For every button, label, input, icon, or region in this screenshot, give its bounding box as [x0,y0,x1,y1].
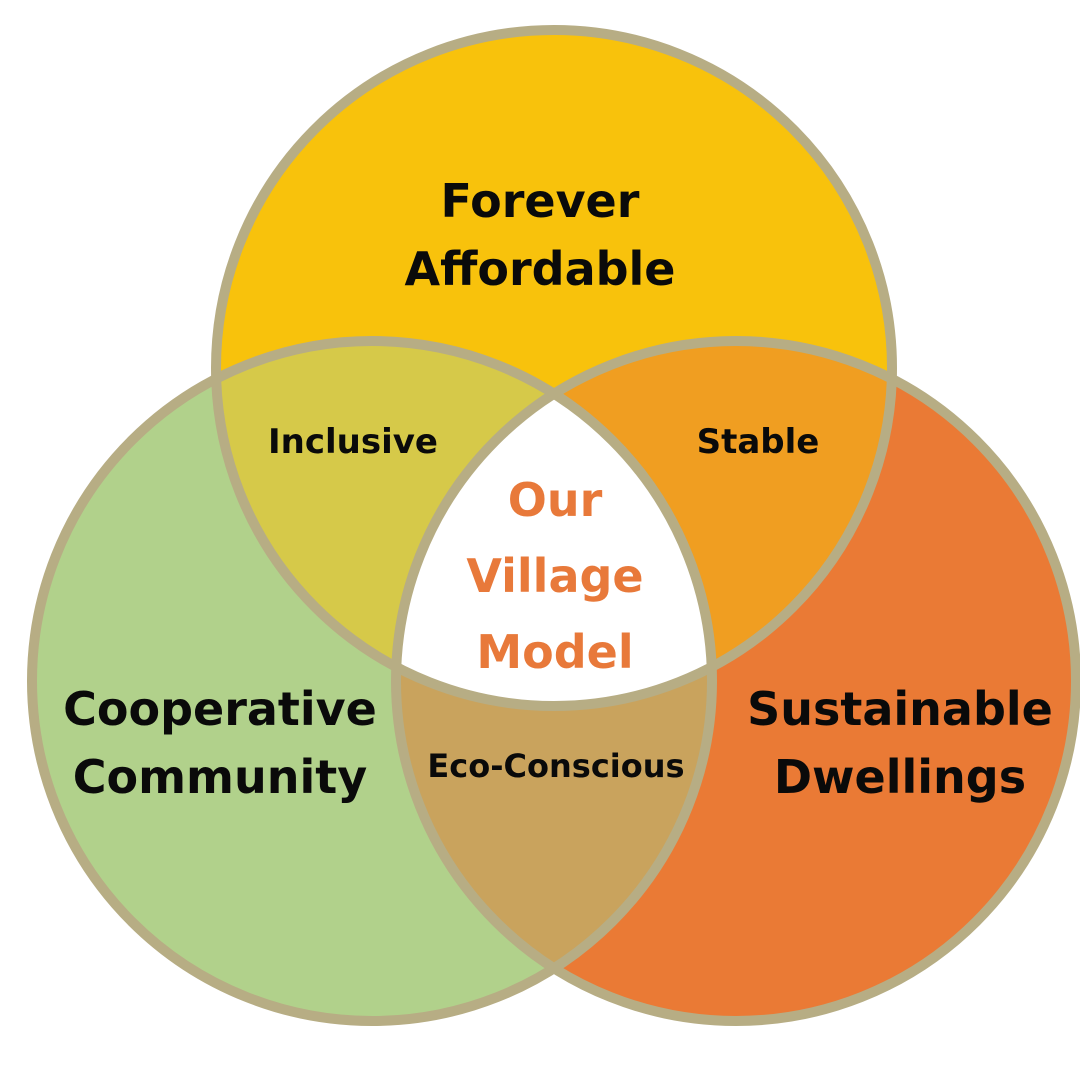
label-line: Sustainable [747,682,1053,736]
label-inclusive: Inclusive [268,422,438,462]
label-line: Our [507,473,603,527]
label-line: Affordable [404,242,676,296]
label-sustainable-dwellings: Sustainable Dwellings [720,675,1080,811]
label-our-village-model: Our Village Model [405,462,705,690]
circle-left-outline [27,336,717,1026]
label-line: Model [476,625,634,679]
label-line: Cooperative [63,682,377,736]
label-line: Community [72,750,368,804]
circle-top-outline [211,25,897,711]
circle-right-outline [391,336,1080,1026]
label-eco-conscious: Eco-Conscious [427,747,685,785]
label-cooperative-community: Cooperative Community [40,675,400,811]
label-stable: Stable [696,422,820,462]
label-line: Dwellings [773,750,1027,804]
label-forever-affordable: Forever Affordable [340,167,740,303]
label-line: Village [466,549,644,603]
label-line: Forever [440,174,640,228]
